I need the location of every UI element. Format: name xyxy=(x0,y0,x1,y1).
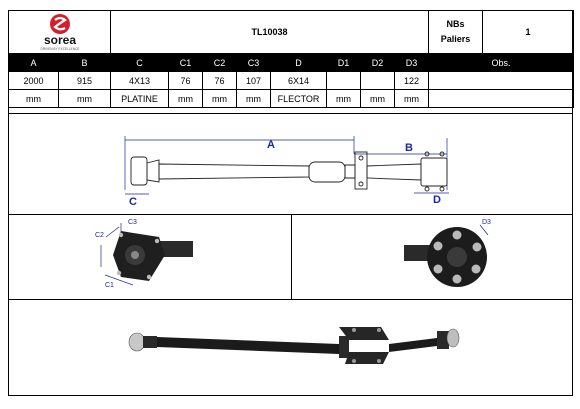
shaft-outline xyxy=(130,151,448,192)
page-title: TL10038 xyxy=(110,10,429,54)
col-header-c3: C3 xyxy=(236,53,271,72)
value-d1 xyxy=(326,71,361,90)
col-header-c1: C1 xyxy=(168,53,203,72)
value-d2 xyxy=(360,71,395,90)
unit-c2: mm xyxy=(202,89,237,108)
flange-c-drawing: C3 C2 C1 xyxy=(95,219,193,289)
value-a: 2000 xyxy=(8,71,59,90)
dimension-drawing-panel: A B C D xyxy=(8,113,573,215)
value-d: 6X14 xyxy=(270,71,327,90)
unit-d: FLECTOR xyxy=(270,89,327,108)
shaft-overview-panel xyxy=(8,299,573,396)
col-header-d1: D1 xyxy=(326,53,361,72)
values-row: 2000 915 4X13 76 76 107 6X14 122 xyxy=(8,71,574,90)
unit-c1: mm xyxy=(168,89,203,108)
col-header-d: D xyxy=(270,53,327,72)
value-c: 4X13 xyxy=(110,71,169,90)
col-header-d3: D3 xyxy=(394,53,429,72)
dim-label-c3: C3 xyxy=(128,219,137,226)
shaft-line-drawing: A B C D xyxy=(124,136,449,208)
col-header-c: C xyxy=(110,53,169,72)
dim-label-a: A xyxy=(267,139,275,151)
dim-label-b: B xyxy=(405,142,413,154)
dim-label-c2: C2 xyxy=(95,232,104,239)
value-obs xyxy=(428,71,574,90)
flector-d-panel: D3 xyxy=(291,214,573,300)
brand-logo: sorea DRIVEN BY EXCELLENCE xyxy=(8,10,111,54)
column-header-row: A B C C1 C2 C3 D D1 D2 D3 Obs. xyxy=(8,53,574,72)
nbs-paliers-value: 1 xyxy=(482,10,574,54)
col-header-b: B xyxy=(58,53,111,72)
dim-label-d: D xyxy=(433,194,441,206)
col-header-obs: Obs. xyxy=(428,53,574,72)
col-header-c2: C2 xyxy=(202,53,237,72)
flange-c-panel: C3 C2 C1 xyxy=(8,214,292,300)
sorea-logo-icon: sorea DRIVEN BY EXCELLENCE xyxy=(40,14,79,51)
col-header-a: A xyxy=(8,53,59,72)
unit-d2: mm xyxy=(360,89,395,108)
value-d3: 122 xyxy=(394,71,429,90)
flector-d-drawing: D3 xyxy=(404,219,491,287)
brand-tagline: DRIVEN BY EXCELLENCE xyxy=(40,47,79,51)
value-c2: 76 xyxy=(202,71,237,90)
unit-c3: mm xyxy=(236,89,271,108)
unit-d1: mm xyxy=(326,89,361,108)
shaft-overview-drawing xyxy=(128,327,460,364)
brand-name: sorea xyxy=(43,33,75,47)
value-c3: 107 xyxy=(236,71,271,90)
unit-c: PLATINE xyxy=(110,89,169,108)
unit-obs xyxy=(428,89,574,108)
value-c1: 76 xyxy=(168,71,203,90)
units-row: mm mm PLATINE mm mm mm FLECTOR mm mm mm xyxy=(8,89,574,108)
dim-label-c1: C1 xyxy=(105,282,114,289)
value-b: 915 xyxy=(58,71,111,90)
unit-a: mm xyxy=(8,89,59,108)
dim-label-d3: D3 xyxy=(482,219,491,226)
unit-d3: mm xyxy=(394,89,429,108)
unit-b: mm xyxy=(58,89,111,108)
dim-label-c: C xyxy=(129,196,137,208)
col-header-d2: D2 xyxy=(360,53,395,72)
